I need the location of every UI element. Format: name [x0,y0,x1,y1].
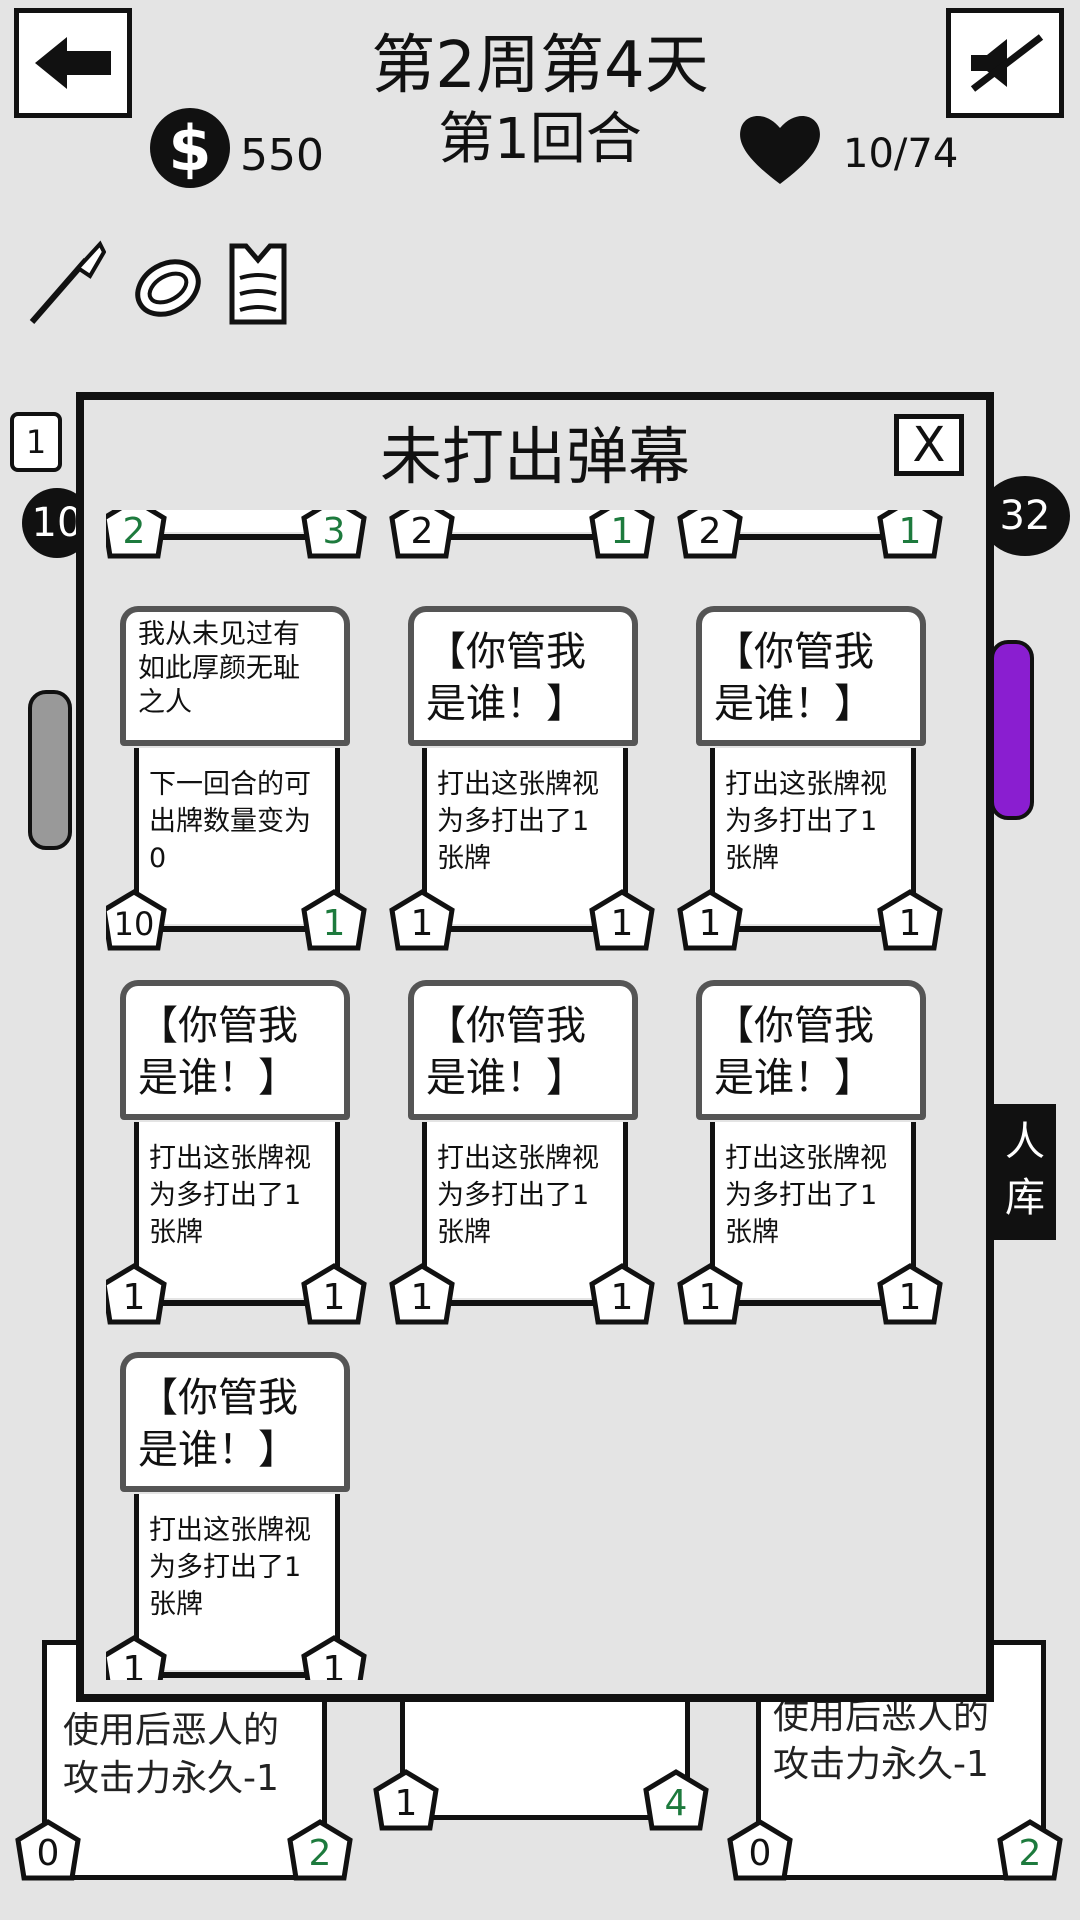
card-title: 【你管我 是谁！】 [408,980,638,1120]
card-description: 打出这张牌视 为多打出了1 张牌 [422,748,628,924]
close-button[interactable]: X [894,414,964,476]
health-value: 10/74 [843,131,959,177]
card-title: 【你管我 是谁！】 [408,606,638,746]
vest-icon[interactable] [218,238,298,328]
svg-text:2: 2 [1019,1833,1042,1874]
coin-icon: $ [150,108,230,188]
bullet-card[interactable]: 【你管我 是谁！】 打出这张牌视 为多打出了1 张牌 1 1 [677,606,944,966]
card-cost: 10 [114,905,155,943]
enemy-hp-heart: 32 [980,476,1070,556]
card-title: 【你管我 是谁！】 [120,980,350,1120]
card-cost: 1 [123,1649,146,1680]
hand-card-middle-cost: 1 [373,1769,439,1831]
svg-text:2: 2 [309,1833,332,1874]
card-attack: 1 [611,511,634,552]
card-attack: 1 [899,1277,922,1318]
svg-text:4: 4 [665,1783,688,1824]
back-arrow-icon [35,37,111,89]
bullet-card[interactable]: 我从未见过有 如此厚颜无耻 之人 下一回合的可 出牌数量变为 0 10 1 [106,606,368,966]
bullet-card[interactable]: 【你管我 是谁！】 打出这张牌视 为多打出了1 张牌 1 1 [677,980,944,1340]
bullet-card[interactable]: 【你管我 是谁！】 打出这张牌视 为多打出了1 张牌 1 1 [389,980,656,1340]
round-label: 第1回合 [438,107,642,172]
card-title: 【你管我 是谁！】 [120,1352,350,1492]
hand-card-right-attack: 2 [997,1819,1063,1881]
card-partial[interactable]: 2 1 [677,510,944,574]
card-attack: 3 [323,511,346,552]
card-cost: 2 [699,511,722,552]
card-cost: 1 [123,1277,146,1318]
card-title: 【你管我 是谁！】 [696,606,926,746]
close-icon: X [912,417,946,473]
card-description: 打出这张牌视 为多打出了1 张牌 [710,748,916,924]
card-description: 打出这张牌视 为多打出了1 张牌 [134,1494,340,1670]
mute-button[interactable] [946,8,1064,118]
card-title: 我从未见过有 如此厚颜无耻 之人 [120,606,350,746]
card-partial[interactable]: 2 1 [389,510,656,574]
hand-card-left-attack: 2 [287,1819,353,1881]
card-description: 打出这张牌视 为多打出了1 张牌 [134,1122,340,1298]
card-cost: 1 [411,1277,434,1318]
svg-text:1: 1 [395,1783,418,1824]
deck-pile[interactable]: 人 库 [994,1104,1056,1240]
shield-icon[interactable] [128,238,208,328]
dialog-title: 未打出弹幕 [379,420,690,493]
unplayed-cards-dialog: 未打出弹幕 X 2 3 2 1 2 1 我从未见过有 如此厚颜无耻 之人 下一回… [76,392,994,1702]
card-description: 下一回合的可 出牌数量变为 0 [134,748,340,924]
card-attack: 1 [611,1277,634,1318]
week-day-label: 第2周第4天 [371,29,709,103]
svg-text:0: 0 [37,1833,60,1874]
money-value: 550 [240,130,324,181]
card-attack: 1 [323,1649,346,1680]
enemy-arm [990,640,1034,820]
card-attack: 1 [323,1277,346,1318]
bullet-card[interactable]: 【你管我 是谁！】 打出这张牌视 为多打出了1 张牌 1 1 [106,1352,368,1680]
card-title: 【你管我 是谁！】 [696,980,926,1120]
card-attack: 1 [899,903,922,944]
card-cost: 1 [699,903,722,944]
card-partial[interactable]: 2 3 [106,510,368,574]
hand-card-right-cost: 0 [727,1819,793,1881]
sound-muted-icon [970,34,1044,92]
heart-icon [740,115,820,184]
card-grid[interactable]: 2 3 2 1 2 1 我从未见过有 如此厚颜无耻 之人 下一回合的可 出牌数量… [106,510,976,1680]
card-description: 打出这张牌视 为多打出了1 张牌 [422,1122,628,1298]
hand-card-left-cost: 0 [15,1819,81,1881]
bullet-card[interactable]: 【你管我 是谁！】 打出这张牌视 为多打出了1 张牌 1 1 [106,980,368,1340]
card-cost: 2 [411,511,434,552]
card-cost: 2 [123,511,146,552]
bullet-card[interactable]: 【你管我 是谁！】 打出这张牌视 为多打出了1 张牌 1 1 [389,606,656,966]
shield-counter: 1 [10,412,62,472]
card-description: 打出这张牌视 为多打出了1 张牌 [710,1122,916,1298]
player-arm [28,690,72,850]
card-attack: 1 [611,903,634,944]
card-attack: 1 [323,903,346,944]
card-cost: 1 [699,1277,722,1318]
card-cost: 1 [411,903,434,944]
card-attack: 1 [899,511,922,552]
hand-card-middle-attack: 4 [643,1769,709,1831]
horn-icon[interactable] [26,238,106,328]
svg-text:0: 0 [749,1833,772,1874]
back-button[interactable] [14,8,132,118]
